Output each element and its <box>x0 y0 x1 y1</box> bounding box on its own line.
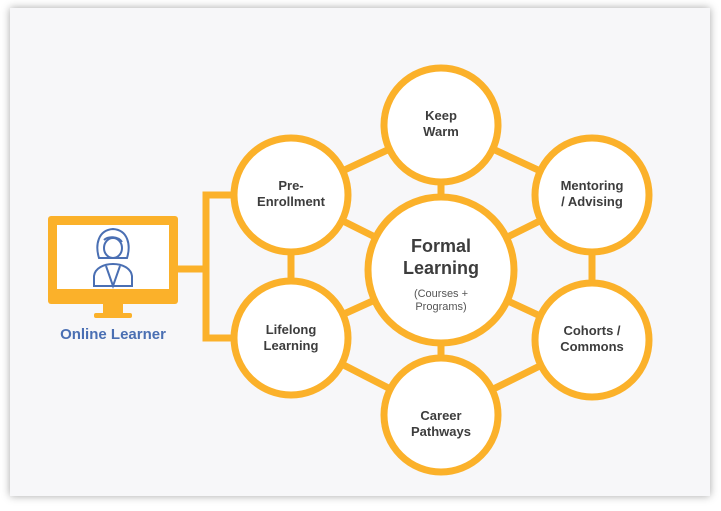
center-sub-line2: Programs) <box>415 301 466 313</box>
node-cohorts-line1: Cohorts / <box>563 323 620 338</box>
center-title-line1: Formal <box>411 236 471 256</box>
node-cohorts: Cohorts / Commons <box>531 279 653 401</box>
user-avatar-icon <box>93 227 133 290</box>
node-mentoring: Mentoring / Advising <box>531 134 653 256</box>
node-mentoring-line1: Mentoring <box>561 178 624 193</box>
connector-bracket <box>202 191 234 342</box>
node-lifelong: Lifelong Learning <box>230 277 352 399</box>
node-career: Career Pathways <box>380 354 502 476</box>
node-keep-warm-line2: Warm <box>423 124 459 139</box>
node-keep-warm-line1: Keep <box>425 108 457 123</box>
node-keep-warm: Keep Warm <box>380 64 502 186</box>
node-lifelong-line1: Lifelong <box>266 322 317 337</box>
node-pre-enrollment-line1: Pre- <box>278 178 303 193</box>
node-career-line2: Pathways <box>411 424 471 439</box>
center-title-line2: Learning <box>403 258 479 278</box>
monitor-icon <box>48 216 178 318</box>
node-formal-learning: Formal Learning (Courses + Programs) <box>364 193 518 347</box>
node-lifelong-line2: Learning <box>264 338 319 353</box>
center-sub-line1: (Courses + <box>414 288 468 300</box>
node-pre-enrollment: Pre- Enrollment <box>230 134 352 256</box>
node-mentoring-line2: / Advising <box>561 194 623 209</box>
node-career-line1: Career <box>420 408 461 423</box>
learner-label: Online Learner <box>60 326 166 343</box>
node-cohorts-line2: Commons <box>560 339 624 354</box>
node-pre-enrollment-line2: Enrollment <box>257 194 326 209</box>
